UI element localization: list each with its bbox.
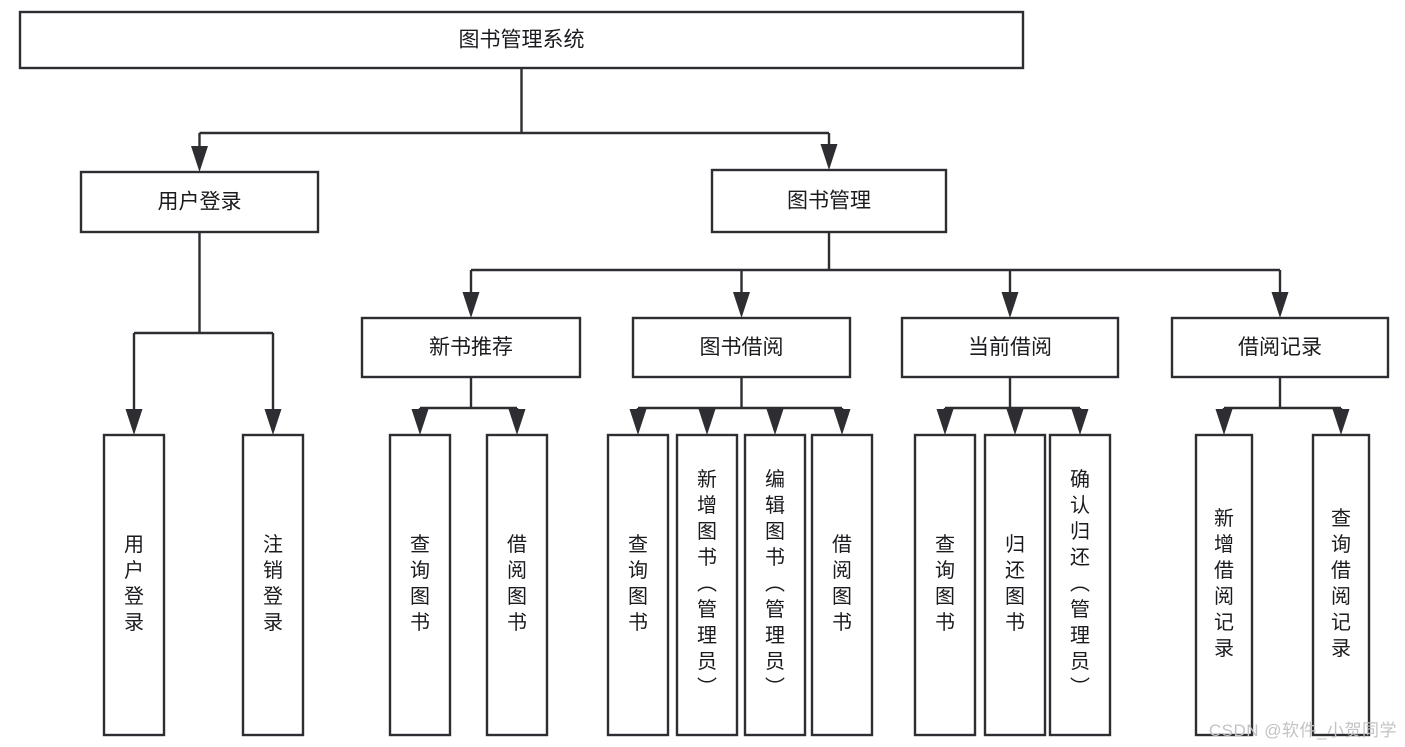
node-box[interactable] [810,433,874,737]
node-label: 确认归还︵管理员︶ [1070,468,1090,699]
node-label: 用户登录 [158,191,242,214]
arrow-head-icon [462,292,480,318]
node-new-book-recommend[interactable]: 新书推荐 [360,316,582,379]
node-box[interactable] [1194,433,1254,737]
node-box[interactable] [1311,433,1371,737]
node-box[interactable] [983,433,1047,737]
node-current-borrow[interactable]: 当前借阅 [900,316,1120,379]
node-layer: 图书管理系统用户登录图书管理新书推荐图书借阅当前借阅借阅记录用户登录注销登录查询… [18,10,1390,737]
connector-group-borrow-record [1215,377,1350,435]
node-leaf-confirm-return-admin[interactable]: 确认归还︵管理员︶ [1048,433,1112,737]
node-label: 借阅记录 [1238,336,1322,359]
node-label: 查询图书 [410,533,430,634]
node-label: 图书借阅 [700,336,784,359]
node-leaf-user-login[interactable]: 用户登录 [102,433,166,737]
node-leaf-query-book-recommend[interactable]: 查询图书 [388,433,452,737]
arrow-head-icon [1006,409,1024,435]
node-box[interactable] [606,433,670,737]
connector-group-user-login [125,232,282,435]
node-leaf-query-book-borrow[interactable]: 查询图书 [606,433,670,737]
node-label: 查询借阅记录 [1331,507,1351,660]
connector-group-root [191,68,838,172]
node-box[interactable] [710,168,948,234]
node-box[interactable] [79,170,320,234]
node-label: 新增借阅记录 [1214,507,1234,660]
node-box[interactable] [360,316,582,379]
node-label: 新增图书︵管理员︶ [697,468,717,699]
arrow-head-icon [1215,409,1233,435]
node-label: 当前借阅 [968,336,1052,359]
node-box[interactable] [631,316,852,379]
node-label: 查询图书 [935,533,955,634]
arrow-head-icon [766,409,784,435]
arrow-head-icon [698,409,716,435]
connector-group-current-borrow [936,377,1089,435]
arrow-head-icon [820,144,838,170]
arrow-head-icon [411,409,429,435]
node-box[interactable] [1170,316,1390,379]
node-label: 用户登录 [124,534,144,634]
arrow-head-icon [733,292,750,318]
node-leaf-add-borrow-record[interactable]: 新增借阅记录 [1194,433,1254,737]
arrow-head-icon [1332,409,1350,435]
node-box[interactable] [388,433,452,737]
node-box[interactable] [241,433,305,737]
node-leaf-edit-book-admin[interactable]: 编辑图书︵管理员︶ [743,433,807,737]
node-box[interactable] [900,316,1120,379]
node-label: 图书管理 [787,190,871,213]
arrow-head-icon [1071,409,1089,435]
node-leaf-user-logout[interactable]: 注销登录 [241,433,305,737]
arrow-head-icon [629,409,647,435]
node-leaf-query-book-current[interactable]: 查询图书 [913,433,977,737]
arrow-head-icon [264,409,282,435]
node-box[interactable] [485,433,549,737]
arrow-head-icon [1001,292,1019,318]
arrow-head-icon [191,146,208,172]
node-book-management[interactable]: 图书管理 [710,168,948,234]
connector-group-book-management [462,232,1289,318]
node-leaf-query-borrow-record[interactable]: 查询借阅记录 [1311,433,1371,737]
node-label: 借阅图书 [832,533,852,634]
connector-group-new-book-recommend [411,377,526,435]
node-leaf-borrow-book-recommend[interactable]: 借阅图书 [485,433,549,737]
node-box[interactable] [18,10,1025,70]
node-label: 查询图书 [628,533,648,634]
node-label: 图书管理系统 [459,29,585,52]
node-box[interactable] [743,433,807,737]
node-leaf-add-book-admin[interactable]: 新增图书︵管理员︶ [675,433,739,737]
connector-group-book-borrow [629,377,851,435]
node-label: 编辑图书︵管理员︶ [765,468,785,699]
node-box[interactable] [675,433,739,737]
node-root[interactable]: 图书管理系统 [18,10,1025,70]
node-leaf-return-book[interactable]: 归还图书 [983,433,1047,737]
node-user-login[interactable]: 用户登录 [79,170,320,234]
arrow-head-icon [833,409,851,435]
arrow-head-icon [1271,292,1289,318]
connector-layer [125,68,1350,435]
node-label: 新书推荐 [429,336,513,359]
node-book-borrow[interactable]: 图书借阅 [631,316,852,379]
node-box[interactable] [1048,433,1112,737]
node-leaf-borrow-book[interactable]: 借阅图书 [810,433,874,737]
node-box[interactable] [102,433,166,737]
node-label: 借阅图书 [507,533,527,634]
csdn-watermark: CSDN @软件_小贺同学 [1208,721,1397,740]
node-label: 归还图书 [1005,533,1025,634]
arrow-head-icon [125,409,143,435]
arrow-head-icon [936,409,954,435]
node-borrow-record[interactable]: 借阅记录 [1170,316,1390,379]
node-label: 注销登录 [263,533,283,634]
arrow-head-icon [508,409,526,435]
node-box[interactable] [913,433,977,737]
